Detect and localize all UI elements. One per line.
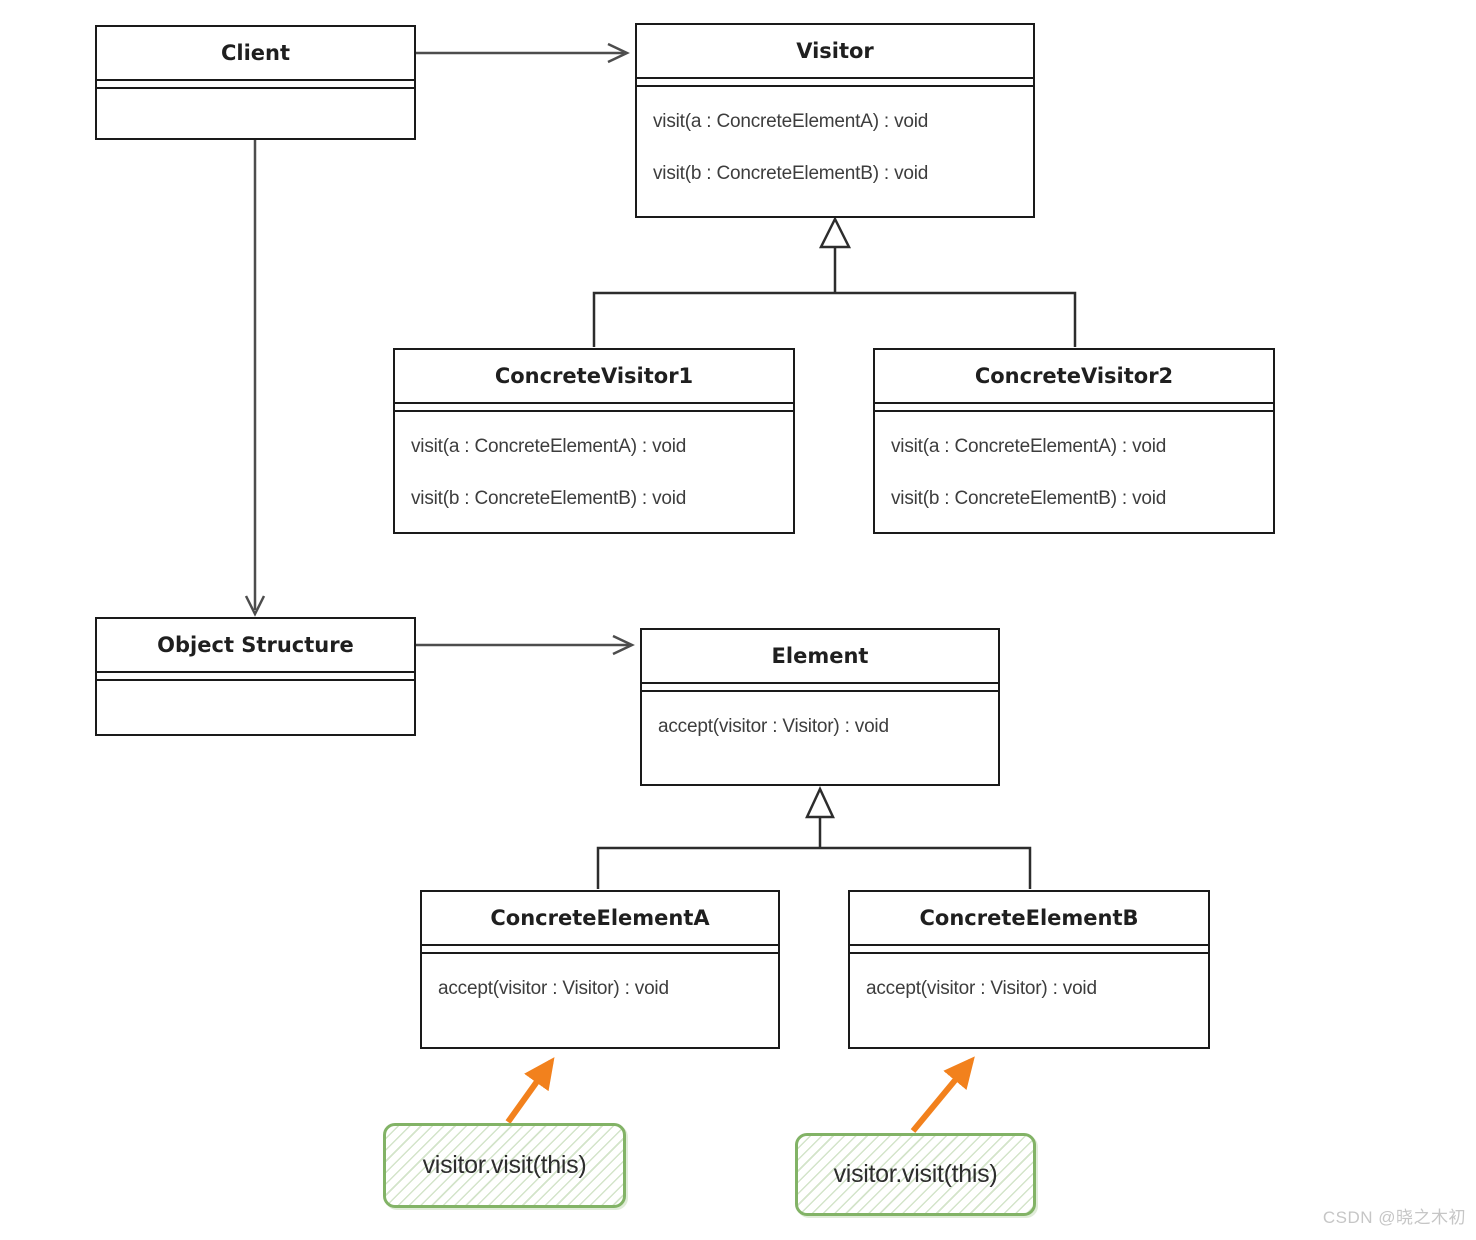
class-box-concrete-element-a[interactable]: ConcreteElementA accept(visitor : Visito… bbox=[420, 890, 780, 1049]
class-title-concrete-visitor2: ConcreteVisitor2 bbox=[875, 350, 1273, 404]
edge-object-structure-element[interactable] bbox=[416, 634, 635, 656]
method-label: visit(a : ConcreteElementA) : void bbox=[891, 436, 1167, 457]
class-title-concrete-element-a: ConcreteElementA bbox=[422, 892, 778, 946]
methods-compartment: accept(visitor : Visitor) : void bbox=[642, 692, 998, 741]
class-box-client[interactable]: Client bbox=[95, 25, 416, 140]
edge-client-visitor[interactable] bbox=[416, 42, 630, 64]
method-label: visit(b : ConcreteElementB) : void bbox=[891, 488, 1167, 509]
method-label: accept(visitor : Visitor) : void bbox=[866, 978, 1097, 999]
class-title-object-structure: Object Structure bbox=[97, 619, 414, 673]
class-box-concrete-visitor2[interactable]: ConcreteVisitor2 visit(a : ConcreteEleme… bbox=[873, 348, 1275, 534]
methods-compartment: visit(a : ConcreteElementA) : void visit… bbox=[875, 412, 1273, 513]
methods-compartment: accept(visitor : Visitor) : void bbox=[850, 954, 1208, 1003]
note-visitor-visit-this-a[interactable]: visitor.visit(this) bbox=[383, 1123, 626, 1208]
attributes-compartment bbox=[97, 673, 414, 681]
note-text: visitor.visit(this) bbox=[833, 1160, 998, 1188]
class-title-visitor: Visitor bbox=[637, 25, 1033, 79]
attributes-compartment bbox=[97, 81, 414, 89]
methods-compartment: accept(visitor : Visitor) : void bbox=[422, 954, 778, 1003]
attributes-compartment bbox=[637, 79, 1033, 87]
attributes-compartment bbox=[875, 404, 1273, 412]
method-label: accept(visitor : Visitor) : void bbox=[438, 978, 669, 999]
class-title-element: Element bbox=[642, 630, 998, 684]
class-box-concrete-element-b[interactable]: ConcreteElementB accept(visitor : Visito… bbox=[848, 890, 1210, 1049]
class-box-concrete-visitor1[interactable]: ConcreteVisitor1 visit(a : ConcreteEleme… bbox=[393, 348, 795, 534]
edge-generalization-visitor[interactable] bbox=[592, 216, 1077, 347]
method-label: visit(b : ConcreteElementB) : void bbox=[411, 488, 687, 509]
class-box-visitor[interactable]: Visitor visit(a : ConcreteElementA) : vo… bbox=[635, 23, 1035, 218]
methods-compartment: visit(a : ConcreteElementA) : void visit… bbox=[395, 412, 793, 513]
attributes-compartment bbox=[422, 946, 778, 954]
annotation-arrow-to-concrete-element-b[interactable] bbox=[910, 1056, 975, 1133]
method-label: visit(a : ConcreteElementA) : void bbox=[411, 436, 687, 457]
class-box-object-structure[interactable]: Object Structure bbox=[95, 617, 416, 736]
method-label: visit(b : ConcreteElementB) : void bbox=[653, 163, 929, 184]
method-label: visit(a : ConcreteElementA) : void bbox=[653, 111, 929, 132]
note-visitor-visit-this-b[interactable]: visitor.visit(this) bbox=[795, 1133, 1036, 1216]
annotation-arrow-to-concrete-element-a[interactable] bbox=[505, 1057, 555, 1124]
method-label: accept(visitor : Visitor) : void bbox=[658, 716, 889, 737]
class-box-element[interactable]: Element accept(visitor : Visitor) : void bbox=[640, 628, 1000, 786]
edge-client-object-structure[interactable] bbox=[244, 140, 266, 617]
note-text: visitor.visit(this) bbox=[422, 1151, 587, 1179]
methods-compartment: visit(a : ConcreteElementA) : void visit… bbox=[637, 87, 1033, 188]
class-title-concrete-element-b: ConcreteElementB bbox=[850, 892, 1208, 946]
edge-generalization-element[interactable] bbox=[596, 786, 1032, 889]
attributes-compartment bbox=[642, 684, 998, 692]
attributes-compartment bbox=[395, 404, 793, 412]
attributes-compartment bbox=[850, 946, 1208, 954]
class-title-client: Client bbox=[97, 27, 414, 81]
class-title-concrete-visitor1: ConcreteVisitor1 bbox=[395, 350, 793, 404]
watermark: CSDN @晓之木初 bbox=[1322, 1208, 1466, 1227]
